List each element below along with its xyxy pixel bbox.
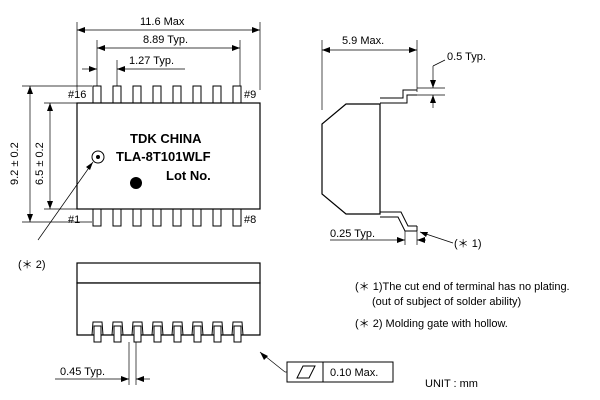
pin: [212, 85, 222, 104]
pin: [112, 208, 122, 227]
cut-end-callout: (＊ 1): [454, 238, 482, 250]
pin: [232, 85, 242, 104]
note-2: (＊ 2) Molding gate with hollow.: [355, 318, 508, 330]
lower-lead: [380, 211, 417, 227]
dim-pitch-label: 1.27 Typ.: [129, 55, 174, 67]
side-body: [321, 103, 381, 215]
pin: [112, 85, 122, 104]
note-1-line-1: (＊ 1)The cut end of terminal has no plat…: [355, 281, 570, 293]
pin: [152, 85, 162, 104]
note-1-line-2: (out of subject of solder ability): [372, 296, 521, 308]
pin: [92, 208, 102, 227]
pin: [132, 85, 142, 104]
dim-span-label: 8.89 Typ.: [143, 34, 188, 46]
notes: (＊ 1)The cut end of terminal has no plat…: [355, 281, 570, 390]
molding-gate-center-icon: [96, 155, 100, 159]
flatness-value: 0.10 Max.: [330, 367, 378, 379]
marking-line-3: Lot No.: [166, 168, 211, 183]
dim-height-outer-label: 9.2 ± 0.2: [9, 142, 21, 185]
pin: [192, 85, 202, 104]
flatness-icon: [296, 365, 316, 379]
pin: [212, 208, 222, 227]
unit-label: UNIT : mm: [425, 378, 478, 390]
dim-body-depth-label: 5.9 Max.: [342, 35, 384, 47]
pin-9-label: #9: [244, 89, 256, 101]
package-body: [76, 102, 261, 210]
dim-lead-width-label: 0.45 Typ.: [60, 366, 105, 378]
top-view: 11.6 Max 8.89 Typ. 1.27 Typ. 9.2 ± 0.2 6…: [9, 16, 261, 271]
bottom-view: 0.45 Typ. 0.10 Max.: [55, 262, 394, 385]
pin-8-label: #8: [244, 214, 256, 226]
pin: [152, 208, 162, 227]
top-pins: [92, 85, 242, 104]
pin-16-label: #16: [68, 89, 86, 101]
pin: [172, 208, 182, 227]
dim-lead-thickness-label: 0.5 Typ.: [447, 51, 486, 63]
flatness-symbol-box: [286, 361, 324, 383]
side-view: 5.9 Max. 0.5 Typ. 0.25 Typ. (＊ 1): [321, 35, 486, 250]
front-leads: [93, 325, 242, 343]
front-top-band: [76, 262, 261, 284]
pin: [172, 85, 182, 104]
flatness-value-box: [322, 361, 394, 383]
gate-callout: (＊ 2): [18, 259, 46, 271]
dim-height-body-label: 6.5 ± 0.2: [34, 142, 46, 185]
pin: [92, 85, 102, 104]
pin-one-dot-icon: [130, 177, 142, 189]
front-notches: [91, 321, 244, 336]
bottom-pins: [92, 208, 242, 227]
marking-line-1: TDK CHINA: [130, 131, 202, 146]
dim-overall-label: 11.6 Max: [140, 16, 185, 28]
upper-lead: [380, 89, 417, 99]
pin: [232, 208, 242, 227]
pin: [192, 208, 202, 227]
pin: [132, 208, 142, 227]
dim-standoff-label: 0.25 Typ.: [330, 228, 375, 240]
marking-line-2: TLA-8T101WLF: [116, 149, 211, 164]
pin-1-label: #1: [68, 214, 80, 226]
